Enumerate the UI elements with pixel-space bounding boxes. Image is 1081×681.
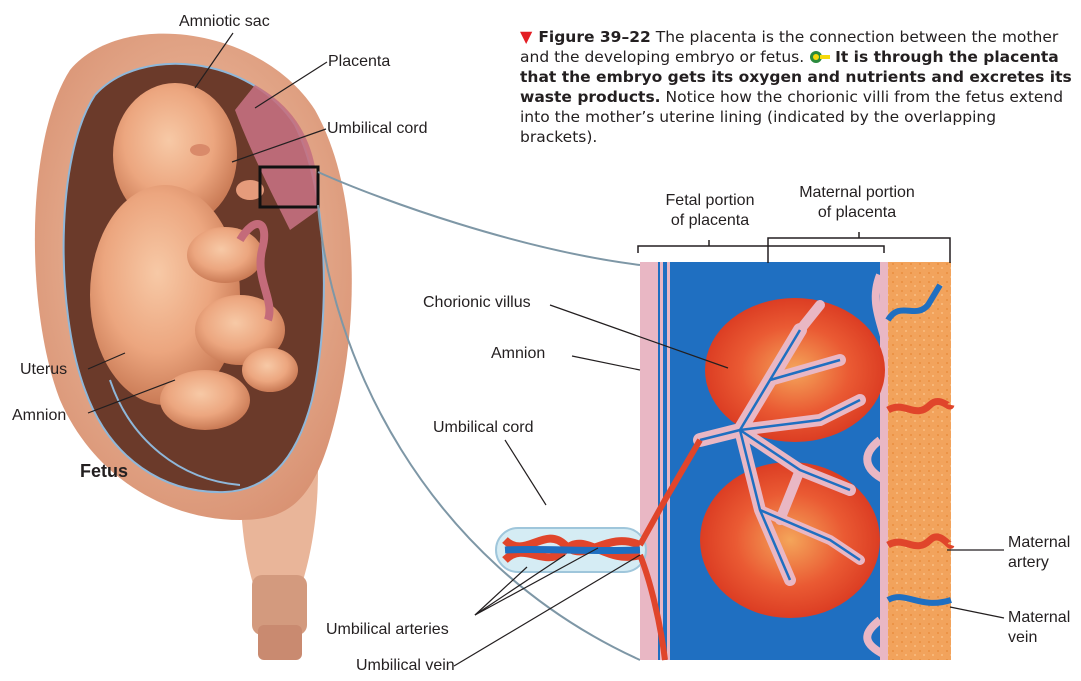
label-fetal-portion-line1: Fetal portion bbox=[640, 191, 780, 211]
label-umbilical-arteries: Umbilical arteries bbox=[326, 620, 449, 640]
label-amnion-left: Amnion bbox=[12, 406, 66, 426]
portion-brackets bbox=[638, 232, 950, 263]
label-maternal-vein-line2: vein bbox=[1008, 628, 1070, 648]
label-maternal-vein: Maternal vein bbox=[1008, 608, 1070, 648]
label-maternal-artery-line2: artery bbox=[1008, 553, 1070, 573]
label-amnion-right: Amnion bbox=[491, 344, 545, 364]
label-umbilical-cord-mid: Umbilical cord bbox=[433, 418, 533, 438]
label-fetal-portion: Fetal portion of placenta bbox=[640, 191, 780, 231]
label-umbilical-cord-top: Umbilical cord bbox=[327, 119, 427, 139]
label-amniotic-sac: Amniotic sac bbox=[179, 12, 270, 32]
label-maternal-portion: Maternal portion of placenta bbox=[782, 183, 932, 223]
label-fetus: Fetus bbox=[80, 461, 128, 481]
label-uterus: Uterus bbox=[20, 360, 67, 380]
label-maternal-vein-line1: Maternal bbox=[1008, 608, 1070, 628]
figure-caption: ▼Figure 39–22 The placenta is the connec… bbox=[520, 27, 1076, 147]
label-chorionic-villus: Chorionic villus bbox=[423, 293, 531, 313]
uterus-illustration bbox=[35, 34, 352, 660]
label-placenta: Placenta bbox=[328, 52, 390, 72]
figure-label: Figure 39–22 bbox=[538, 28, 650, 46]
label-maternal-portion-line1: Maternal portion bbox=[782, 183, 932, 203]
label-maternal-portion-line2: of placenta bbox=[782, 203, 932, 223]
triangle-icon: ▼ bbox=[520, 27, 532, 46]
label-maternal-artery-line1: Maternal bbox=[1008, 533, 1070, 553]
label-fetal-portion-line2: of placenta bbox=[640, 211, 780, 231]
key-icon bbox=[809, 50, 831, 64]
label-maternal-artery: Maternal artery bbox=[1008, 533, 1070, 573]
label-umbilical-vein: Umbilical vein bbox=[356, 656, 455, 676]
